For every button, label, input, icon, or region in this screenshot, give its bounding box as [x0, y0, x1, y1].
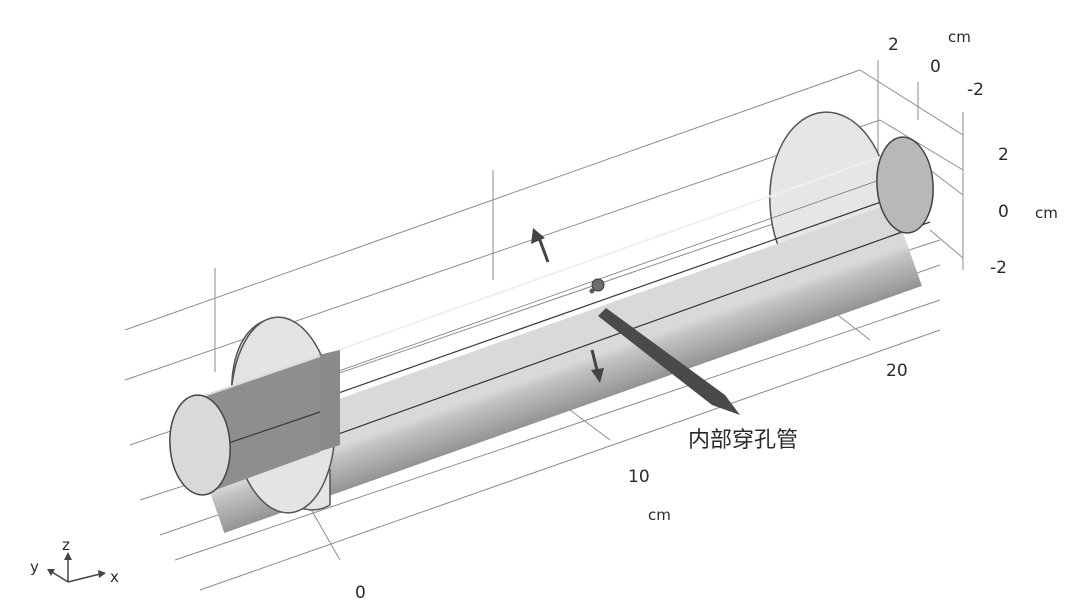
flow-arrow-up	[531, 228, 550, 263]
y-axis-labels: 2 0 -2 cm	[888, 28, 984, 100]
y-axis-unit: cm	[948, 28, 971, 46]
x-axis-labels: 0 10 20 cm	[355, 361, 908, 602]
triad-x-label: x	[110, 568, 119, 586]
triad-x-line	[67, 573, 101, 583]
pipe-right-end	[876, 136, 934, 234]
z-tick-0: 0	[998, 202, 1009, 222]
z-axis-unit: cm	[1035, 204, 1058, 222]
x-tick-20: 20	[886, 361, 908, 381]
triad-y-label: y	[30, 558, 39, 576]
annotation-label: 内部穿孔管	[688, 428, 798, 453]
z-axis-labels: 2 0 -2 cm	[990, 145, 1058, 278]
z-tick-2: 2	[998, 145, 1009, 165]
triad-y-line	[51, 571, 69, 583]
x-axis-unit: cm	[648, 506, 671, 524]
x-tick-0: 0	[355, 583, 366, 602]
triad-z-label: z	[62, 536, 70, 554]
axis-triad: z x y	[30, 536, 119, 586]
annotation-arrow	[598, 308, 740, 415]
x-tick-10: 10	[628, 467, 650, 487]
y-tick-0: 0	[930, 57, 941, 77]
pipe-left-end	[169, 394, 231, 496]
y-tick-neg2: -2	[967, 80, 984, 100]
perforation-hole	[589, 278, 605, 294]
flow-arrow-down	[590, 349, 604, 383]
z-tick-neg2: -2	[990, 258, 1007, 278]
y-tick-2: 2	[888, 35, 899, 55]
grid-lines-vertical	[214, 60, 964, 372]
